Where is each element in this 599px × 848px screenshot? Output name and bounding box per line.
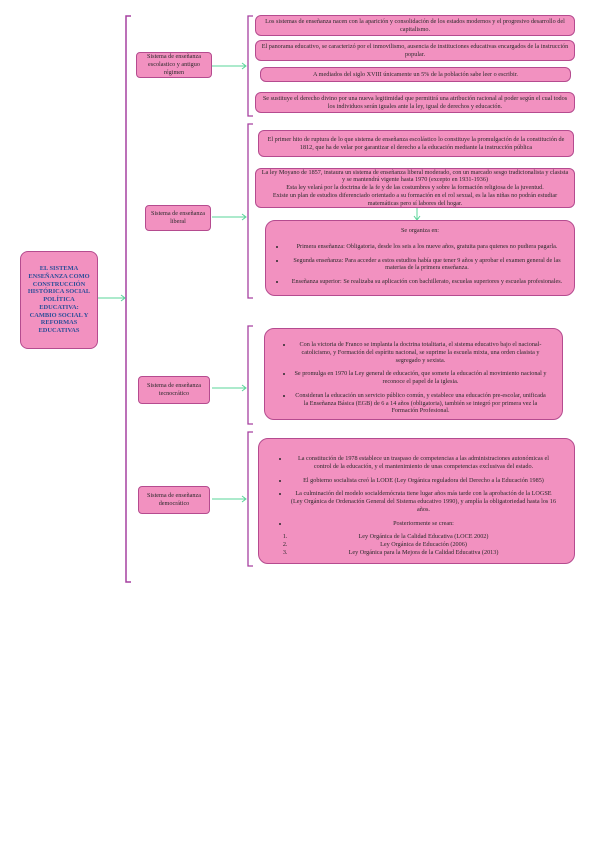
root-arrowhead xyxy=(120,294,126,302)
list-item: Posteriormente se crean: xyxy=(289,520,558,528)
list-item: Enseñanza superior: Se realizaba su apli… xyxy=(286,278,568,286)
list-item: Segunda enseñanza: Para acceder a estos … xyxy=(286,257,568,273)
list-item: Con la victoria de Franco se implanta la… xyxy=(293,341,548,364)
tecnocratico-list: Con la victoria de Franco se implanta la… xyxy=(279,341,548,415)
branch-tecnocratico-label: Sistema de enseñanza tecnocrático xyxy=(138,376,210,404)
list-item: Primera enseñanza: Obligatoria, desde lo… xyxy=(286,243,568,251)
escolastico-item-4: Se sustituye el derecho divino por una n… xyxy=(255,92,575,113)
escolastico-item-1: Los sistemas de enseñanza nacen con la a… xyxy=(255,15,575,36)
tecnocratico-box: Con la victoria de Franco se implanta la… xyxy=(264,328,563,420)
list-item: El gobierno socialista creó la LODE (Ley… xyxy=(289,477,558,485)
list-item: Consideran la educación un servicio públ… xyxy=(293,392,548,415)
list-item: La culminación del modelo socialdemócrat… xyxy=(289,490,558,513)
escolastico-item-2: El panorama educativo, se caracterizó po… xyxy=(255,40,575,61)
liberal-item-2: La ley Moyano de 1857, instaura un siste… xyxy=(255,168,575,208)
liberal-organization-list: Primera enseñanza: Obligatoria, desde lo… xyxy=(272,243,568,286)
liberal-organization-box: Se organiza en: Primera enseñanza: Oblig… xyxy=(265,220,575,296)
list-item: Se promulga en 1970 la Ley general de ed… xyxy=(293,370,548,386)
liberal-organization-title: Se organiza en: xyxy=(400,227,440,234)
law-item: Ley Orgánica de Educación (2006) xyxy=(289,541,558,549)
root-title-box: EL SISTEMA ENSEÑANZA COMO CONSTRUCCIÓN H… xyxy=(20,251,98,349)
branch-liberal-label: Sistema de enseñanza liberal xyxy=(145,205,211,231)
branch-escolastico-label: Sistema de enseñanza escolastico y antig… xyxy=(136,52,212,78)
bracket-tecnocratico xyxy=(247,325,253,425)
law-item: Ley Orgánica de la Calidad Educativa (LO… xyxy=(289,533,558,541)
democratico-list: La constitución de 1978 establece un tra… xyxy=(275,455,558,527)
bracket-democratico xyxy=(247,431,253,567)
law-item: Ley Orgánica para la Mejora de la Calida… xyxy=(289,549,558,557)
liberal-item-1: El primer hito de ruptura de lo que sist… xyxy=(258,130,574,157)
list-item: La constitución de 1978 establece un tra… xyxy=(289,455,558,471)
main-bracket xyxy=(125,15,131,583)
escolastico-item-3: A mediados del siglo XVIII únicamente un… xyxy=(260,67,571,82)
root-title: EL SISTEMA ENSEÑANZA COMO CONSTRUCCIÓN H… xyxy=(27,265,91,334)
democratico-box: La constitución de 1978 establece un tra… xyxy=(258,438,575,564)
bracket-liberal xyxy=(247,123,253,299)
bracket-escolastico xyxy=(247,15,253,117)
branch-democratico-label: Sistema de enseñanza democrático xyxy=(138,486,210,514)
laws-list: Ley Orgánica de la Calidad Educativa (LO… xyxy=(275,533,558,556)
